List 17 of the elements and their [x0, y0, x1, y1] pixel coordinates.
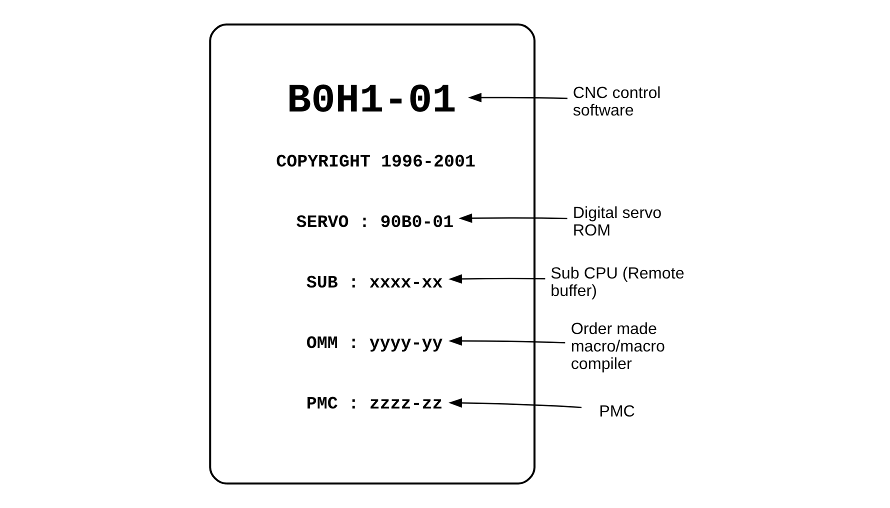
node-text: COPYRIGHT 1996-2001 [276, 152, 476, 172]
node-text: OMM : yyyy-yy [306, 334, 443, 354]
node-text: Order made macro/macro compiler [570, 320, 666, 374]
node-text: Digital servo ROM [572, 204, 662, 240]
cluster [209, 24, 536, 484]
node-text: PMC : zzzz-zz [306, 394, 443, 415]
arrow [458, 213, 568, 223]
node-text: PMC [599, 402, 635, 420]
node-text: SUB : xxxx-xx [306, 274, 443, 294]
node-text: Sub CPU (Remote buffer) [550, 264, 684, 300]
node-text: B0H1-01 [286, 78, 456, 124]
arrow [448, 398, 582, 408]
node-text: SERVO : 90B0-01 [296, 212, 454, 233]
arrow [468, 92, 568, 102]
node-text: CNC control software [572, 84, 661, 120]
arrow [448, 336, 566, 346]
arrow [448, 274, 546, 284]
